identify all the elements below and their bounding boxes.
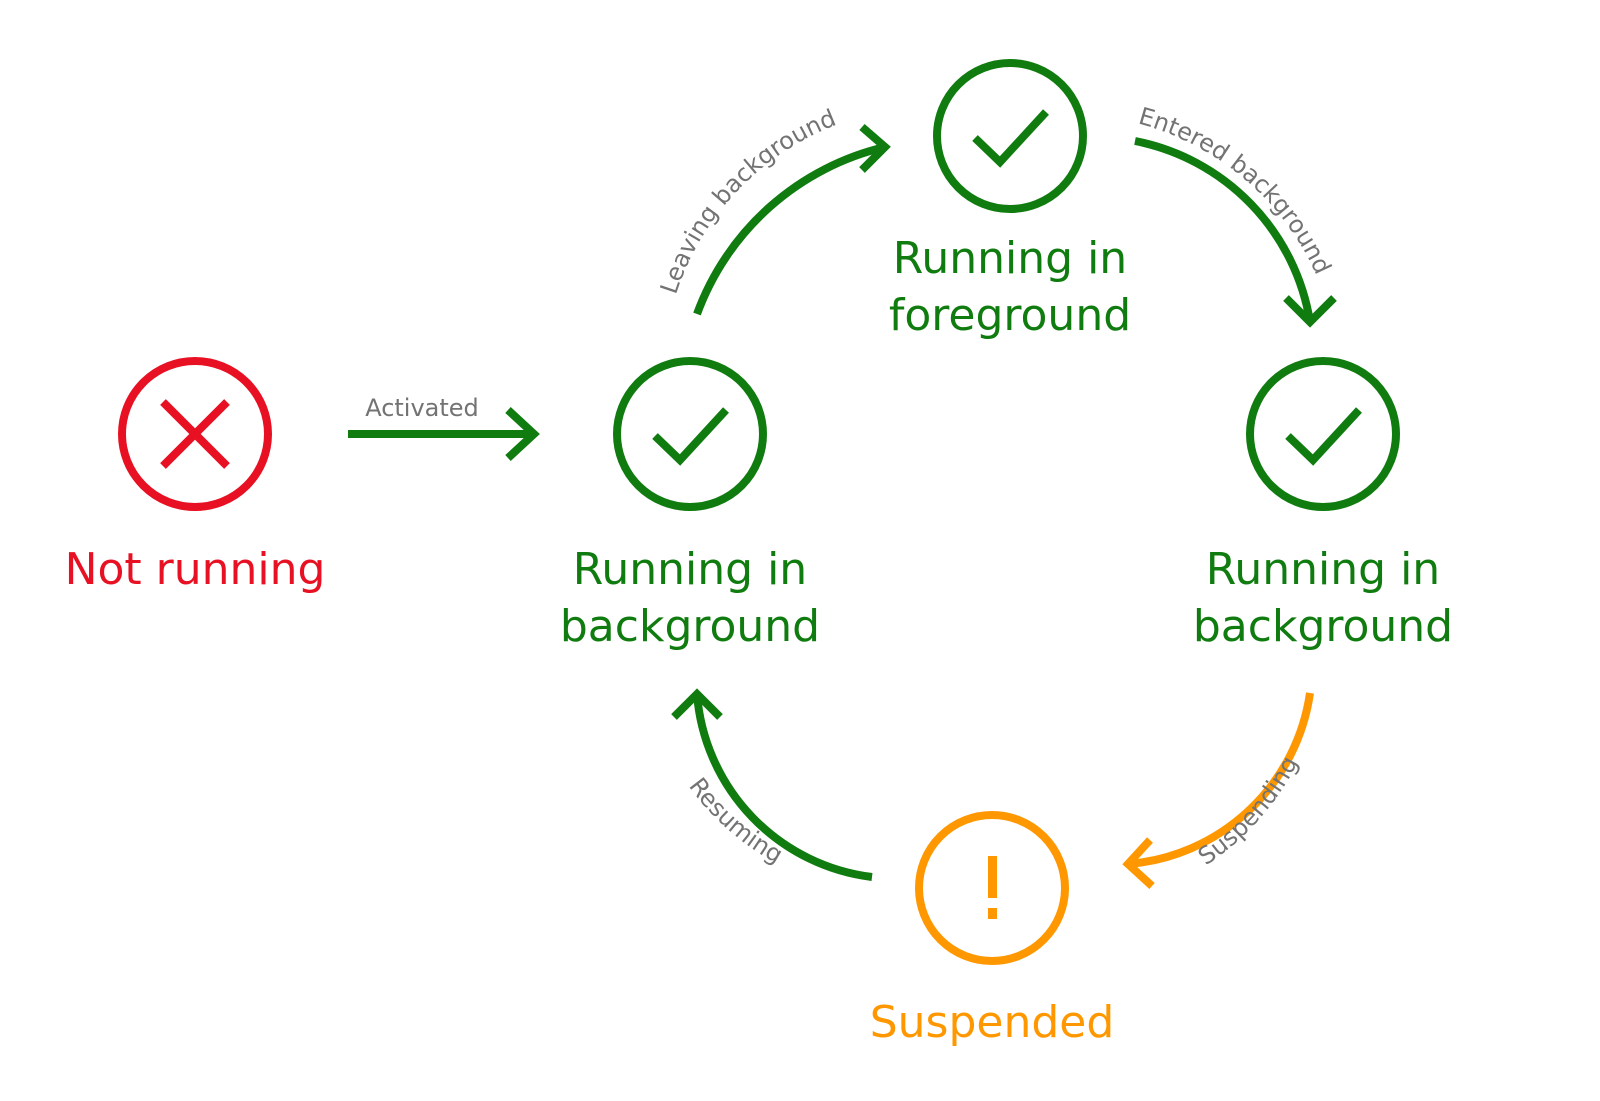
background-right-circle xyxy=(1246,357,1400,511)
state-not-running xyxy=(118,357,272,511)
resuming-label: Resuming xyxy=(684,772,788,869)
background-right-label: Running in background xyxy=(1173,541,1473,655)
suspended-circle xyxy=(915,811,1069,965)
foreground-label-line2: foreground xyxy=(888,290,1132,341)
check-icon xyxy=(1285,407,1362,466)
background-left-circle xyxy=(613,357,767,511)
check-icon xyxy=(972,109,1049,168)
foreground-label: Running in foreground xyxy=(860,230,1160,344)
activated-label: Activated xyxy=(365,394,479,422)
resuming-arrow xyxy=(671,688,873,881)
background-right-label-line2: background xyxy=(1192,601,1454,652)
foreground-circle xyxy=(933,59,1087,213)
exclamation-icon xyxy=(988,856,997,919)
x-icon xyxy=(160,399,230,469)
suspending-arrow xyxy=(1122,692,1314,889)
suspended-label: Suspended xyxy=(842,994,1142,1051)
foreground-label-line1: Running in xyxy=(892,233,1128,284)
state-running-background-right xyxy=(1246,357,1400,511)
not-running-circle xyxy=(118,357,272,511)
not-running-label: Not running xyxy=(45,541,345,598)
background-left-label: Running in background xyxy=(540,541,840,655)
background-right-label-line1: Running in xyxy=(1205,544,1441,595)
background-left-label-line1: Running in xyxy=(572,544,808,595)
suspended-label-text: Suspended xyxy=(869,997,1115,1048)
state-running-background-left xyxy=(613,357,767,511)
leaving-background-label: Leaving background xyxy=(655,104,840,297)
entered-background-arrow xyxy=(1134,137,1337,328)
not-running-label-text: Not running xyxy=(64,544,326,595)
check-icon xyxy=(652,407,729,466)
background-left-label-line2: background xyxy=(559,601,821,652)
leaving-background-arrow xyxy=(693,123,891,316)
activated-arrow xyxy=(348,407,540,461)
state-suspended xyxy=(915,811,1069,965)
state-running-foreground xyxy=(933,59,1087,213)
suspending-label: Suspending xyxy=(1193,751,1303,870)
